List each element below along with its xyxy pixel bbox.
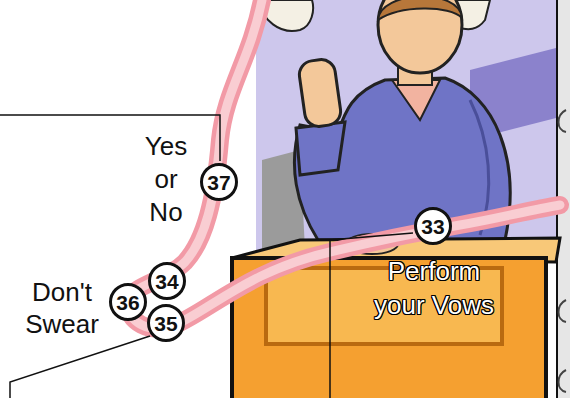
road-outline (128, 0, 560, 328)
step-label: Yes or No (145, 130, 187, 229)
leader-line (10, 336, 150, 398)
callout-number: 34 (155, 271, 178, 292)
callout-number: 37 (207, 172, 230, 193)
step-label: Perform your Vows (364, 254, 504, 322)
callout-number: 36 (116, 292, 139, 313)
callout-circle: 33 (414, 207, 452, 245)
head (378, 0, 462, 73)
callout-number: 33 (421, 216, 444, 237)
raised-hand (298, 58, 343, 128)
callout-number: 35 (154, 313, 177, 334)
hair (378, 0, 462, 20)
callout-circle: 37 (200, 163, 238, 201)
road (128, 0, 560, 328)
callout-circle: 35 (147, 304, 185, 342)
step-label: Don't Swear (25, 276, 99, 340)
sleeve (296, 122, 345, 175)
callout-circle: 34 (148, 262, 186, 300)
scroll-curl (559, 110, 567, 392)
callout-circle: 36 (109, 283, 147, 321)
